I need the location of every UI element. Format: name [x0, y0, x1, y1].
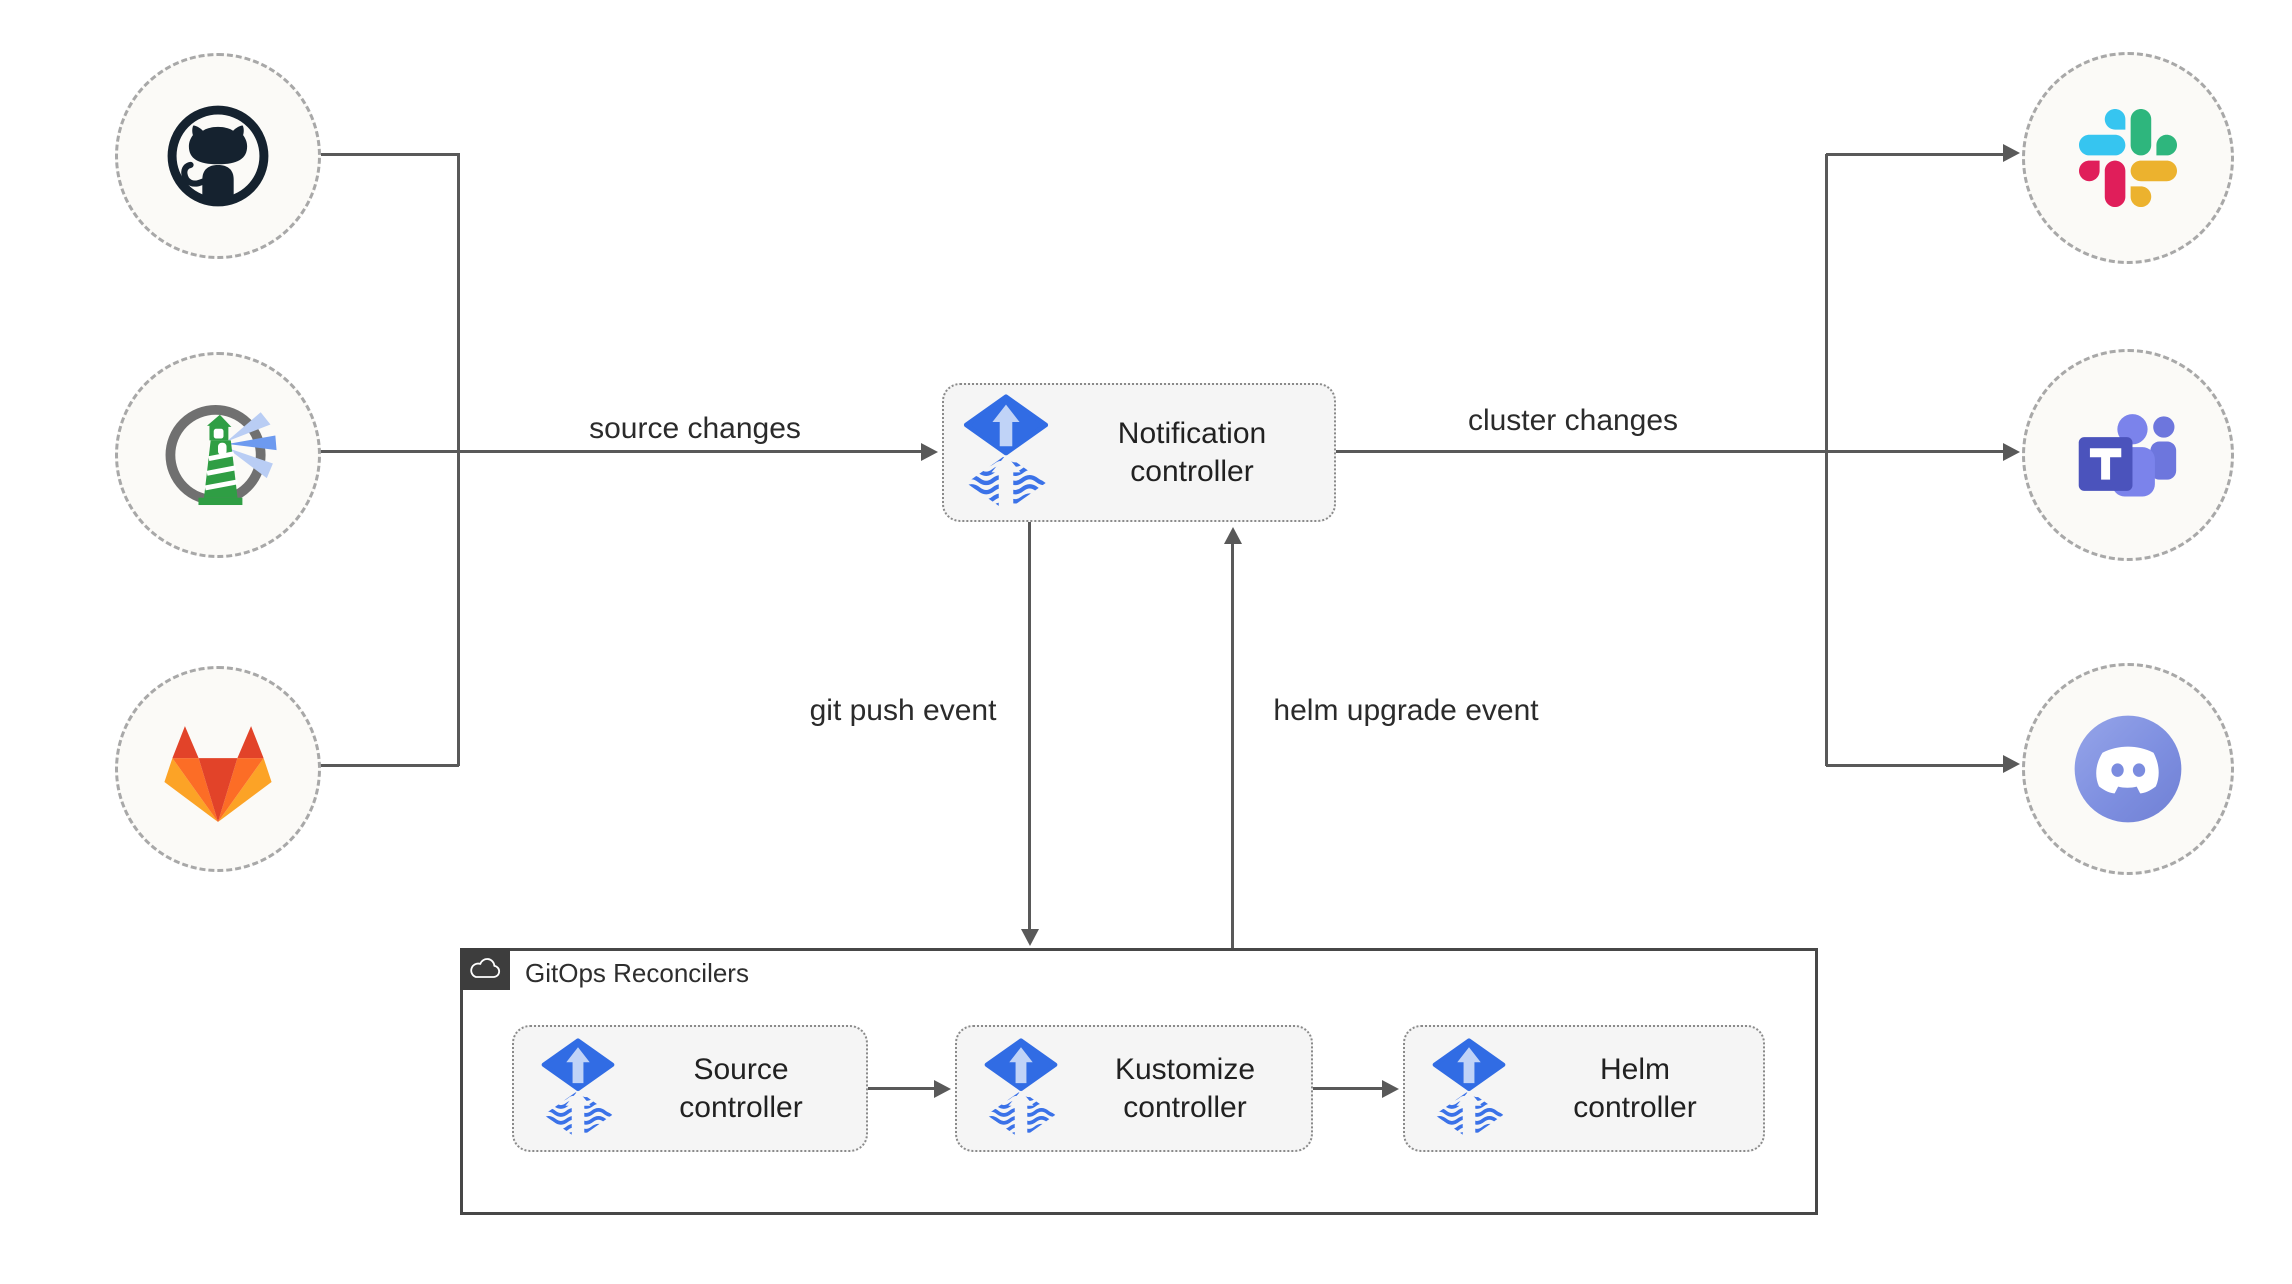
edge-source-changes-line — [320, 450, 922, 453]
edge-helm-upgrade-line — [1231, 544, 1234, 948]
gitlab-fox-icon — [164, 725, 272, 822]
ms-teams-icon — [2078, 414, 2177, 497]
gitops-title: GitOps Reconcilers — [525, 958, 749, 988]
edge-label-source-changes: source changes — [589, 412, 801, 445]
arrowhead-into-slack — [2003, 144, 2020, 162]
edge-source-to-kustomize — [868, 1087, 936, 1090]
kustomize-controller-box: Kustomize controller — [955, 1025, 1313, 1152]
arrowhead-into-notification-bottom — [1224, 527, 1242, 544]
flux-icon — [1431, 1038, 1507, 1140]
gitops-reconcilers-box: GitOps Reconcilers — [460, 948, 1818, 1215]
edge-kustomize-to-helm — [1313, 1087, 1384, 1090]
edge-left-junction-line — [457, 153, 460, 766]
edge-label-git-push-event: git push event — [809, 694, 997, 727]
edge-to-discord — [1826, 764, 2006, 767]
arrowhead-into-gitops-box — [1021, 929, 1039, 946]
slack-icon — [2079, 109, 2177, 207]
github-octocat-icon — [167, 105, 269, 207]
kustomize-controller-label: Kustomize controller — [1114, 1052, 1256, 1124]
node-github — [115, 53, 321, 259]
notification-controller-box: Notification controller — [942, 383, 1336, 522]
edge-git-push-line — [1028, 521, 1031, 931]
edge-cluster-changes-line — [1336, 450, 2006, 453]
arrowhead-into-discord — [2003, 755, 2020, 773]
source-controller-box: Source controller — [512, 1025, 868, 1152]
edge-label-helm-upgrade-event: helm upgrade event — [1273, 694, 1539, 727]
flux-icon — [962, 394, 1050, 512]
discord-icon — [2074, 715, 2182, 823]
arrowhead-into-notification — [921, 443, 938, 461]
source-controller-label: Source controller — [679, 1052, 803, 1124]
flux-icon — [983, 1038, 1059, 1140]
edge-label-cluster-changes: cluster changes — [1467, 404, 1679, 437]
node-slack — [2022, 52, 2234, 264]
arrowhead-into-helm — [1382, 1080, 1399, 1098]
helm-controller-label: Helm controller — [1573, 1052, 1697, 1124]
node-harbor — [115, 352, 321, 558]
flux-icon — [540, 1038, 616, 1140]
edge-github-to-junction — [317, 153, 459, 156]
arrowhead-into-kustomize — [934, 1080, 951, 1098]
node-gitlab — [115, 666, 321, 872]
edge-gitlab-to-junction — [320, 764, 459, 767]
edge-to-slack — [1826, 153, 2006, 156]
cloud-icon — [470, 958, 501, 978]
node-teams — [2022, 349, 2234, 561]
gitops-badge — [460, 948, 510, 990]
edge-right-branch-line — [1825, 154, 1828, 766]
lighthouse-icon — [165, 404, 277, 506]
notification-controller-label: Notification controller — [1117, 416, 1267, 488]
arrowhead-into-teams — [2003, 443, 2020, 461]
node-discord — [2022, 663, 2234, 875]
helm-controller-box: Helm controller — [1403, 1025, 1765, 1152]
